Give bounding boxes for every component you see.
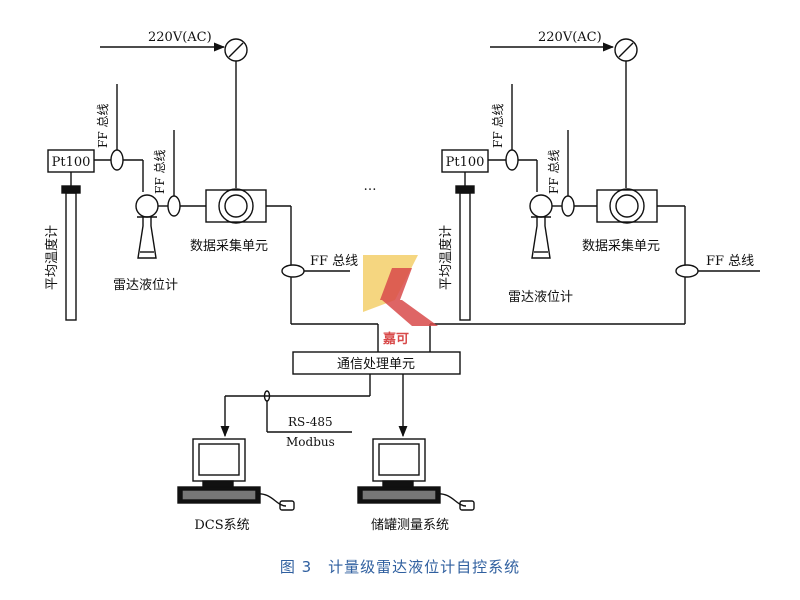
- radar-label-left: 雷达液位计: [113, 278, 178, 293]
- power-label-right: 220V(AC): [538, 30, 602, 45]
- dcs-computer-icon: [177, 438, 295, 511]
- thermometer-label-left: 平均温度计: [44, 225, 60, 290]
- comm-processing-unit-box: [292, 351, 461, 375]
- ff-bus-label-left-1: FF 总线: [96, 104, 110, 148]
- tank-system-label: 储罐测量系统: [371, 518, 449, 533]
- figure-caption: 图 3 计量级雷达液位计自控系统: [280, 558, 520, 576]
- average-thermometer-probe: [459, 192, 471, 321]
- ff-bus-label-right-2: FF 总线: [547, 150, 561, 194]
- modbus-label: Modbus: [286, 435, 335, 449]
- ff-bus-horizontal-label-left: FF 总线: [310, 254, 358, 269]
- tank-system-computer-icon: [357, 438, 475, 511]
- watermark-text: 嘉可: [382, 331, 409, 347]
- ff-bus-horizontal-label-right: FF 总线: [706, 254, 754, 269]
- right-measurement-unit: [429, 38, 760, 352]
- ellipsis-label: …: [364, 179, 377, 194]
- comm-unit-label: 通信处理单元: [337, 357, 415, 372]
- ff-bus-coupler-icon: [281, 264, 305, 278]
- thermometer-label-right: 平均温度计: [438, 225, 454, 290]
- communication-section: [177, 351, 475, 511]
- radar-level-gauge-icon: [135, 194, 159, 218]
- pt100-label-left: Pt100: [52, 155, 91, 170]
- ff-bus-label-left-2: FF 总线: [153, 150, 167, 194]
- left-measurement-unit: [47, 38, 379, 352]
- data-unit-label-left: 数据采集单元: [190, 238, 268, 254]
- ff-bus-coupler-icon: [167, 195, 181, 217]
- dcs-label: DCS系统: [194, 518, 249, 533]
- rs485-label: RS-485: [288, 415, 333, 429]
- ff-bus-coupler-icon: [110, 149, 124, 171]
- ff-bus-coupler-icon: [505, 149, 519, 171]
- data-unit-label-right: 数据采集单元: [582, 238, 660, 254]
- radar-label-right: 雷达液位计: [508, 290, 573, 305]
- watermark-logo: 嘉可: [363, 255, 438, 347]
- ff-bus-coupler-icon: [561, 195, 575, 217]
- ff-bus-coupler-icon: [675, 264, 699, 278]
- radar-level-gauge-icon: [529, 194, 553, 218]
- power-label-left: 220V(AC): [148, 30, 212, 45]
- ff-bus-label-right-1: FF 总线: [491, 104, 505, 148]
- pt100-label-right: Pt100: [446, 155, 485, 170]
- average-thermometer-probe: [65, 192, 77, 321]
